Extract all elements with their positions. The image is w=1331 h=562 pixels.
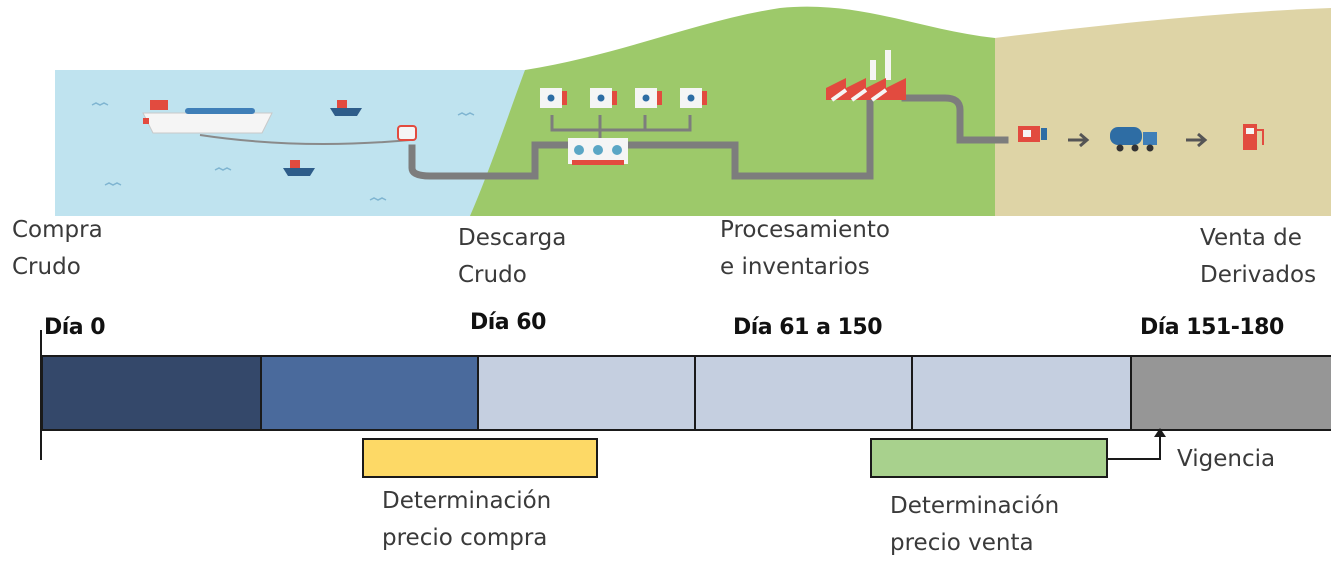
container-icon bbox=[1018, 126, 1047, 142]
timeline-segment bbox=[694, 355, 913, 431]
boat-icon bbox=[330, 100, 362, 116]
day-label-151-180: Día 151-180 bbox=[1140, 315, 1284, 340]
day-label-60: Día 60 bbox=[470, 310, 546, 335]
pipeline bbox=[408, 94, 1009, 180]
precio-venta-box bbox=[870, 438, 1108, 478]
meter-station-icon bbox=[568, 138, 628, 165]
day-label-0: Día 0 bbox=[44, 315, 106, 340]
tanker-ship-icon bbox=[142, 100, 273, 134]
timeline-segment bbox=[911, 355, 1132, 431]
boat-icon bbox=[283, 160, 315, 176]
land-area bbox=[470, 6, 995, 217]
desert-area bbox=[995, 8, 1331, 216]
tanker-truck-icon bbox=[1110, 127, 1157, 152]
fuel-pump-icon bbox=[1243, 124, 1264, 150]
refinery-icon bbox=[826, 50, 906, 102]
storage-tank-icons bbox=[540, 88, 707, 108]
timeline-segment bbox=[41, 355, 262, 431]
day-label-61-150: Día 61 a 150 bbox=[733, 315, 883, 340]
vigencia-label: Vigencia bbox=[1177, 446, 1276, 472]
timeline-segment bbox=[1130, 355, 1331, 431]
vigencia-arrow bbox=[1108, 428, 1166, 460]
wave-marks bbox=[91, 102, 475, 201]
sea-hose bbox=[199, 134, 411, 145]
storage-connector bbox=[550, 115, 692, 138]
arrow-right-icon bbox=[1068, 132, 1090, 148]
timeline-segment bbox=[260, 355, 479, 431]
supply-chain-illustration bbox=[55, 6, 1331, 217]
buoy-icon bbox=[397, 125, 417, 141]
arrow-right-icon bbox=[1186, 132, 1208, 148]
timeline-segment bbox=[477, 355, 696, 431]
precio-compra-box bbox=[362, 438, 598, 478]
